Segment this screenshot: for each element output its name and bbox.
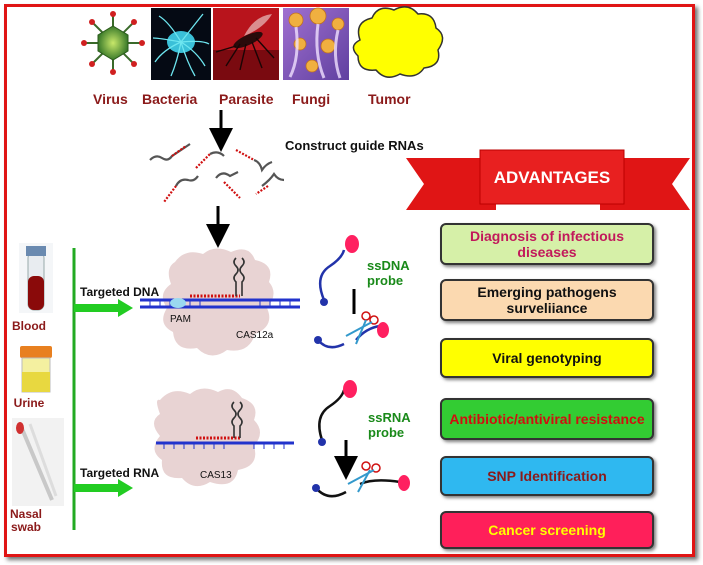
sample-label-urine: Urine [13,396,45,410]
virus-icon [80,10,146,76]
targeted-dna-label: Targeted DNA [80,285,160,299]
advantage-surveillance: Emerging pathogens surveliiance [440,279,654,321]
ssdna-probe-label: ssDNA probe [367,258,410,288]
arrow-to-cas12a [74,299,133,317]
arrow-to-cas13 [74,479,133,497]
pathogen-label-tumor: Tumor [368,91,411,107]
tumor-cloud-icon [352,6,444,78]
guide-rna-icons [149,143,285,203]
advantage-diagnosis: Diagnosis of infectious diseases [440,223,654,265]
ssrna-probe-label: ssRNA probe [368,410,411,440]
advantages-banner [406,149,690,210]
advantage-cancer-screening: Cancer screening [440,511,654,549]
fungi-icon [283,7,349,80]
cleaved-ssrna-icon [312,461,410,498]
ssdna-probe-icon [318,235,359,314]
cas12a-label: CAS12a [236,330,274,341]
advantage-genotyping: Viral genotyping [440,338,654,378]
swab-icon [12,418,64,506]
advantages-title: ADVANTAGES [493,168,611,187]
cas12a-complex [140,248,300,356]
cleaved-ssdna-icon [314,311,389,349]
pam-label: PAM [170,314,191,325]
pathogen-label-virus: Virus [93,91,128,107]
sample-label-blood: Blood [12,319,46,333]
mosquito-icon [213,8,279,80]
advantage-resistance: Antibiotic/antiviral resistance [440,398,654,440]
guide-rna-label: Construct guide RNAs [285,138,424,153]
cas13-complex [154,388,294,487]
ssrna-probe-icon [318,380,358,480]
targeted-rna-label: Targeted RNA [80,466,160,480]
cas13-label: CAS13 [200,470,232,481]
pathogen-label-bacteria: Bacteria [142,91,198,107]
blood-tube-icon [19,243,53,313]
pathogen-label-fungi: Fungi [292,91,331,107]
bacteria-icon [151,8,211,80]
urine-container-icon [20,346,52,393]
sample-label-nasal-swab: Nasal swab [9,507,43,534]
pathogen-label-parasite: Parasite [219,91,274,107]
advantage-snp: SNP Identification [440,456,654,496]
